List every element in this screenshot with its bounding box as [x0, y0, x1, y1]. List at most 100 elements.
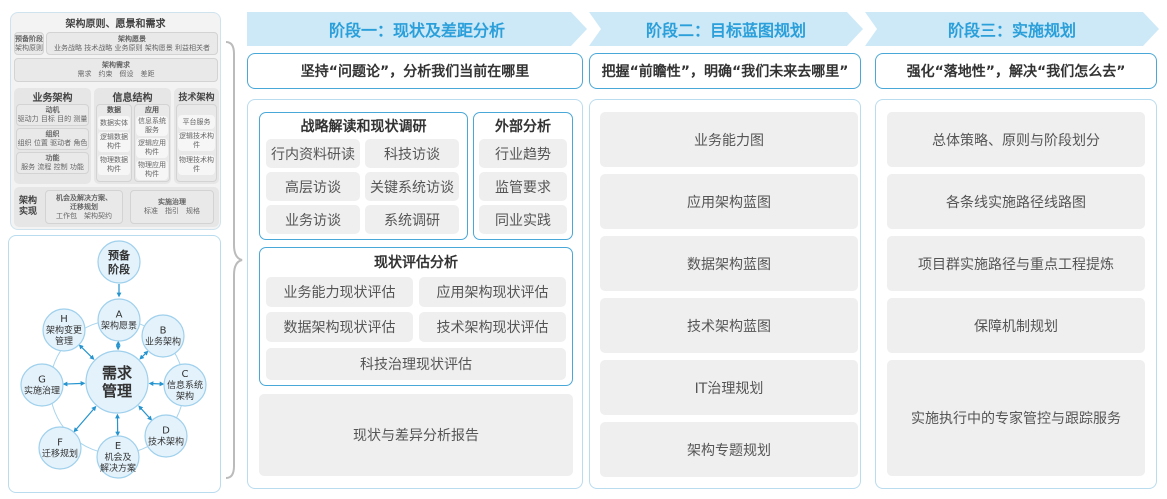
external-item: 行业趋势: [479, 139, 567, 168]
external-item: 同业实践: [479, 205, 567, 234]
prelim-label: 预备: [108, 248, 131, 262]
research-item: 业务访谈: [266, 205, 360, 234]
phase-label: 架构: [176, 390, 194, 402]
phase-letter: E: [115, 441, 121, 452]
opp-text: 工作包 架构契约: [56, 211, 112, 220]
content-title: 架构原则、愿景和需求: [65, 18, 166, 30]
business-item: 功能服务 流程 控制 功能: [16, 152, 89, 174]
stage1-banner: 阶段一：现状及差距分析: [247, 12, 587, 46]
app-title: 应用: [145, 106, 159, 114]
governance-box: 实施治理标准 指引 规格: [130, 190, 214, 224]
gov-text: 标准 指引 规格: [144, 207, 200, 215]
phase-label: 实施治理: [24, 385, 60, 397]
plan-item: 总体策略、原则与阶段划分: [887, 112, 1145, 167]
stage1-title: 阶段一：现状及差距分析: [328, 21, 505, 40]
phase-letter: B: [160, 326, 167, 337]
phase-node-f: [38, 426, 82, 470]
tech-item: 逻辑技术构件: [178, 131, 215, 151]
requirements-text: 需求 约束 假设 差距: [77, 70, 155, 78]
item-title: 组织: [45, 130, 60, 138]
research-item: 行内资料研读: [266, 139, 360, 168]
business-item: 动机驱动力 目标 目的 测量: [16, 104, 89, 126]
item-text: 驱动力 目标 目的 测量: [17, 115, 88, 123]
external-item: 监管要求: [479, 172, 567, 201]
assessment-item: 业务能力现状评估: [266, 277, 413, 307]
app-item: 逻辑应用构件: [136, 138, 168, 158]
blueprint-item: 业务能力图: [600, 112, 858, 167]
phase-label: 迁移规划: [42, 448, 78, 460]
phase-letter: C: [182, 369, 189, 380]
center-node: [85, 350, 149, 414]
opportunity-box: 机会及解决方案、迁移规划工作包 架构契约: [45, 190, 123, 224]
app-item: 物理应用构件: [136, 160, 168, 180]
vision-title: 架构愿景: [118, 34, 146, 43]
phase-label: 解决方案: [100, 462, 136, 474]
stage3-subtitle: 强化“落地性”，解决“我们怎么去”: [875, 53, 1157, 89]
plan-item: 实施执行中的专家管控与跟踪服务: [887, 360, 1145, 476]
info-title: 信息结构: [112, 92, 153, 104]
data-title: 数据: [107, 106, 121, 114]
item-title: 动机: [45, 106, 60, 114]
prelim-text: 架构原则: [15, 43, 43, 52]
data-item: 逻辑数据构件: [98, 132, 130, 152]
requirements-title: 架构需求: [102, 61, 130, 69]
phase-label: 管理: [55, 335, 73, 347]
research-item: 系统调研: [365, 205, 459, 234]
prelim-title: 预备阶段: [15, 34, 43, 43]
cycle-arrow: [78, 344, 95, 360]
business-item: 组织组织 位置 驱动者 角色: [16, 128, 89, 150]
prelim-node: [97, 240, 141, 284]
strategy-title: 战略解读和现状调研: [300, 119, 427, 135]
phase-letter: D: [162, 426, 170, 437]
impl-title: 架构实现: [18, 196, 37, 217]
blueprint-item: 技术架构蓝图: [600, 298, 858, 353]
phase-label: 业务架构: [145, 336, 181, 348]
stage3-title: 阶段三：实施规划: [947, 21, 1076, 40]
center-label: 需求管理: [101, 364, 132, 400]
assessment-item: 数据架构现状评估: [266, 312, 413, 342]
phase-node-e: [96, 435, 140, 479]
brace-connector: [225, 41, 243, 479]
prelim-label: 阶段: [108, 262, 130, 276]
cycle-arrow: [73, 405, 97, 433]
business-title: 业务架构: [32, 92, 73, 104]
phase-label: 信息系统: [167, 379, 203, 391]
center-label-wrap: 需求管理: [87, 352, 147, 412]
item-text: 服务 流程 控制 功能: [21, 163, 84, 171]
data-item: 数据实体: [98, 116, 130, 130]
plan-item: 各条线实施路径线路图: [887, 174, 1145, 229]
item-title: 功能: [45, 154, 60, 162]
phase-letter: F: [57, 438, 63, 449]
blueprint-item: 数据架构蓝图: [600, 236, 858, 291]
stage1-subtitle: 坚持“问题论”，分析我们当前在哪里: [247, 53, 583, 89]
phase-label: 架构愿景: [101, 320, 137, 332]
prelim-box: 预备阶段架构原则: [14, 32, 44, 55]
phase-node-d: [144, 414, 188, 458]
app-item: 信息系统服务: [136, 116, 168, 136]
blueprint-item: 架构专题规划: [600, 422, 858, 477]
assessment-item: 科技治理现状评估: [266, 348, 566, 380]
phase-node-h: [42, 308, 86, 352]
plan-item: 项目群实施路径与重点工程提炼: [887, 236, 1145, 291]
assessment-title: 现状评估分析: [374, 255, 458, 271]
cycle-arrow: [139, 350, 149, 360]
assessment-item: 应用架构现状评估: [419, 277, 566, 307]
phase-letter: G: [38, 375, 46, 386]
phase-label: 技术架构: [148, 436, 184, 448]
stage3-banner: 阶段三：实施规划: [865, 12, 1159, 46]
assessment-item: 技术架构现状评估: [419, 312, 566, 342]
tech-title: 技术架构: [178, 92, 215, 103]
plan-item: 保障机制规划: [887, 298, 1145, 353]
phase-letter: A: [116, 310, 123, 321]
phase-node-c: [163, 363, 207, 407]
phase-node-a: [97, 298, 141, 342]
stage2-title: 阶段二：目标蓝图规划: [645, 21, 806, 40]
phase-node-b: [141, 314, 185, 358]
phase-letter: H: [60, 314, 68, 325]
item-text: 组织 位置 驱动者 角色: [17, 139, 88, 147]
vision-text: 业务战略 技术战略 业务原则 架构愿景 利益相关者: [54, 43, 210, 52]
requirements-box: 架构需求需求 约束 假设 差距: [14, 58, 218, 82]
phase-node-g: [20, 363, 64, 407]
external-title: 外部分析: [495, 119, 551, 135]
